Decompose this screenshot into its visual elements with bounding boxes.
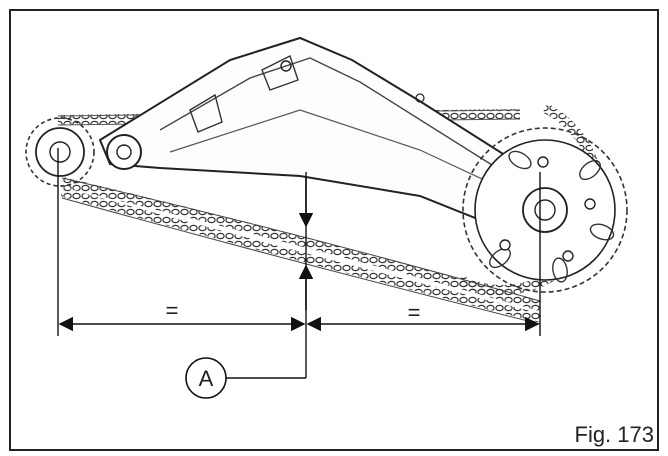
figure-caption: Fig. 173	[574, 422, 655, 447]
figure-frame	[9, 9, 659, 451]
right-distance-label: =	[408, 300, 421, 325]
swingarm-pivot	[106, 134, 142, 170]
left-distance-label: =	[166, 298, 179, 323]
front-sprocket	[25, 117, 95, 187]
swingarm	[98, 36, 602, 248]
rear-sprocket	[457, 103, 628, 295]
callout-circle	[185, 357, 227, 399]
callout-label: A	[199, 366, 214, 391]
